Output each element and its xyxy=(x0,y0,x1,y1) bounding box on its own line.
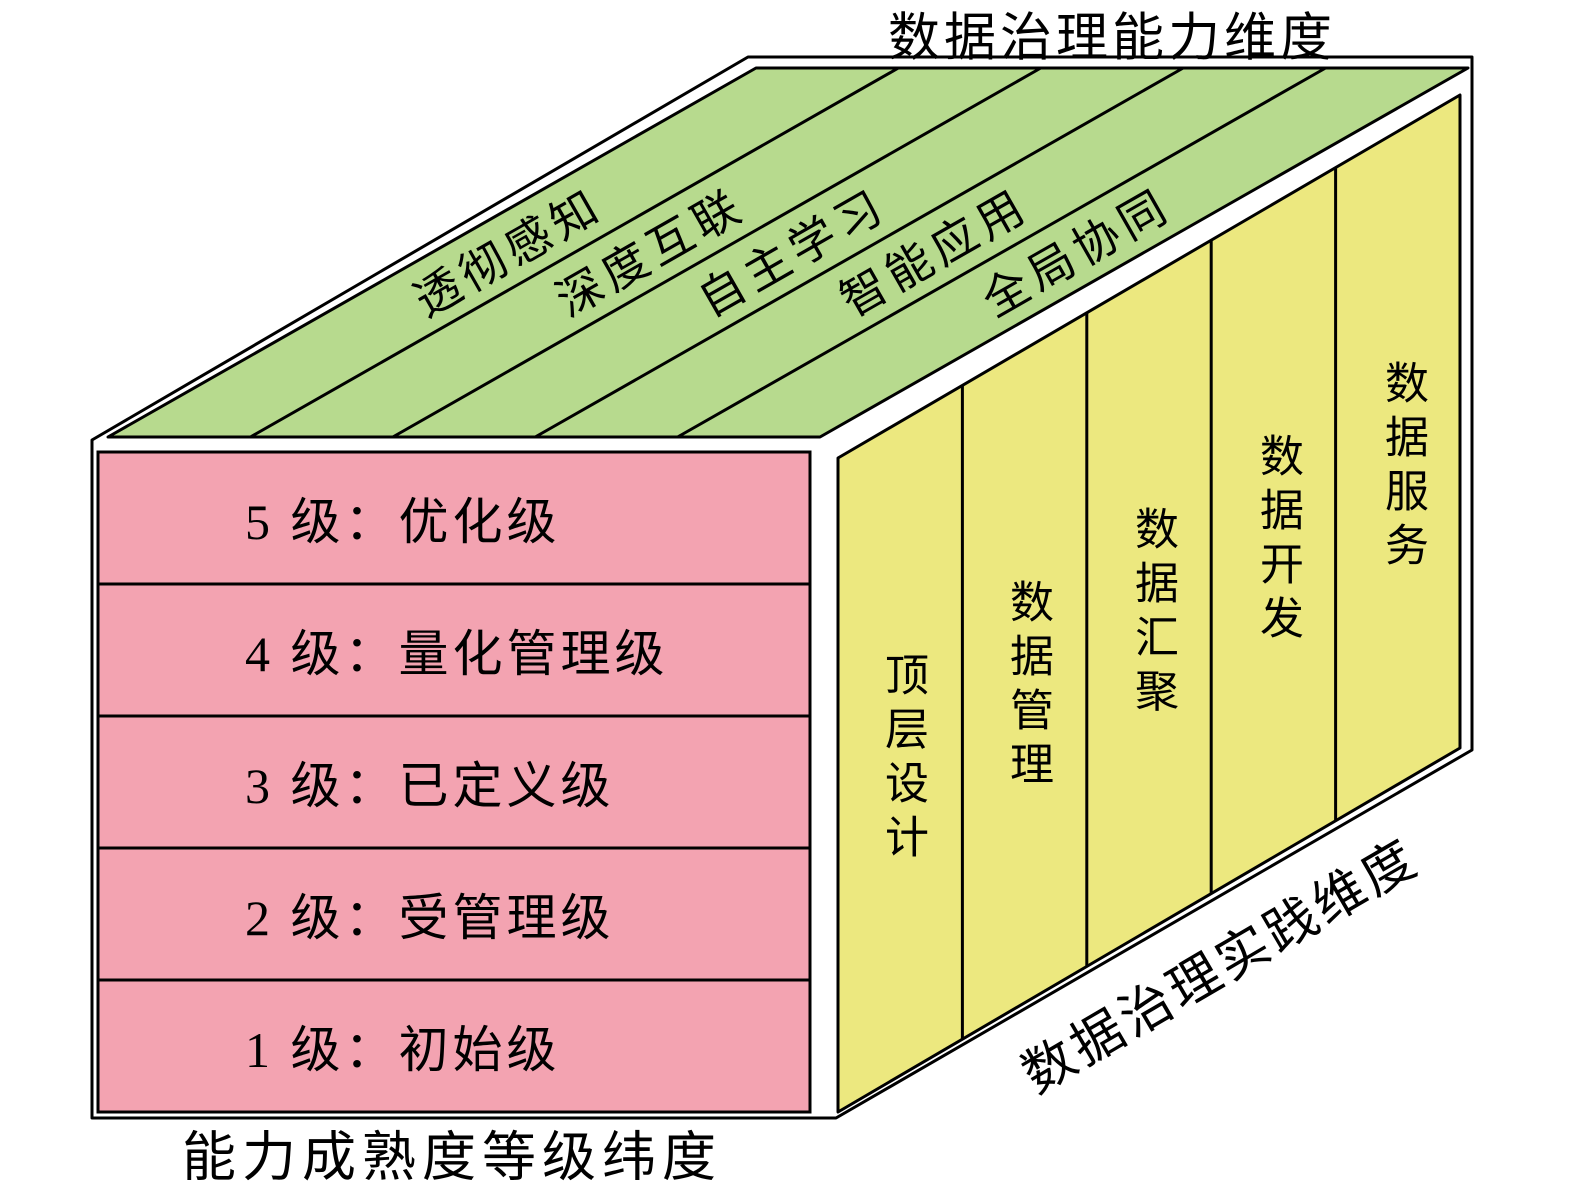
maturity-row-label-5: 5 级：优化级 xyxy=(245,494,561,550)
practice-column-label-3: 数据汇聚 xyxy=(1128,506,1177,722)
bottom-dimension-title: 能力成熟度等级纬度 xyxy=(182,1127,722,1188)
maturity-row-label-3: 3 级：已定义级 xyxy=(245,758,615,814)
practice-column-label-5: 数据服务 xyxy=(1378,360,1427,576)
top-face xyxy=(106,66,1470,439)
top-dimension-title: 数据治理能力维度 xyxy=(887,10,1337,68)
maturity-row-label-1: 1 级：初始级 xyxy=(245,1022,561,1078)
top-face-band-divider xyxy=(676,66,1327,439)
maturity-row-label-2: 2 级：受管理级 xyxy=(245,890,615,946)
top-face-band-divider xyxy=(249,66,900,439)
right-face xyxy=(836,93,1462,1114)
practice-column-label-4: 数据开发 xyxy=(1253,433,1302,649)
top-face-band-divider xyxy=(534,66,1184,439)
practice-column-label-2: 数据管理 xyxy=(1003,579,1052,795)
top-face-band-divider xyxy=(392,66,1042,439)
practice-column-label-1: 顶层设计 xyxy=(878,652,927,868)
maturity-row-label-4: 4 级：量化管理级 xyxy=(245,626,669,682)
front-face xyxy=(96,450,812,1114)
